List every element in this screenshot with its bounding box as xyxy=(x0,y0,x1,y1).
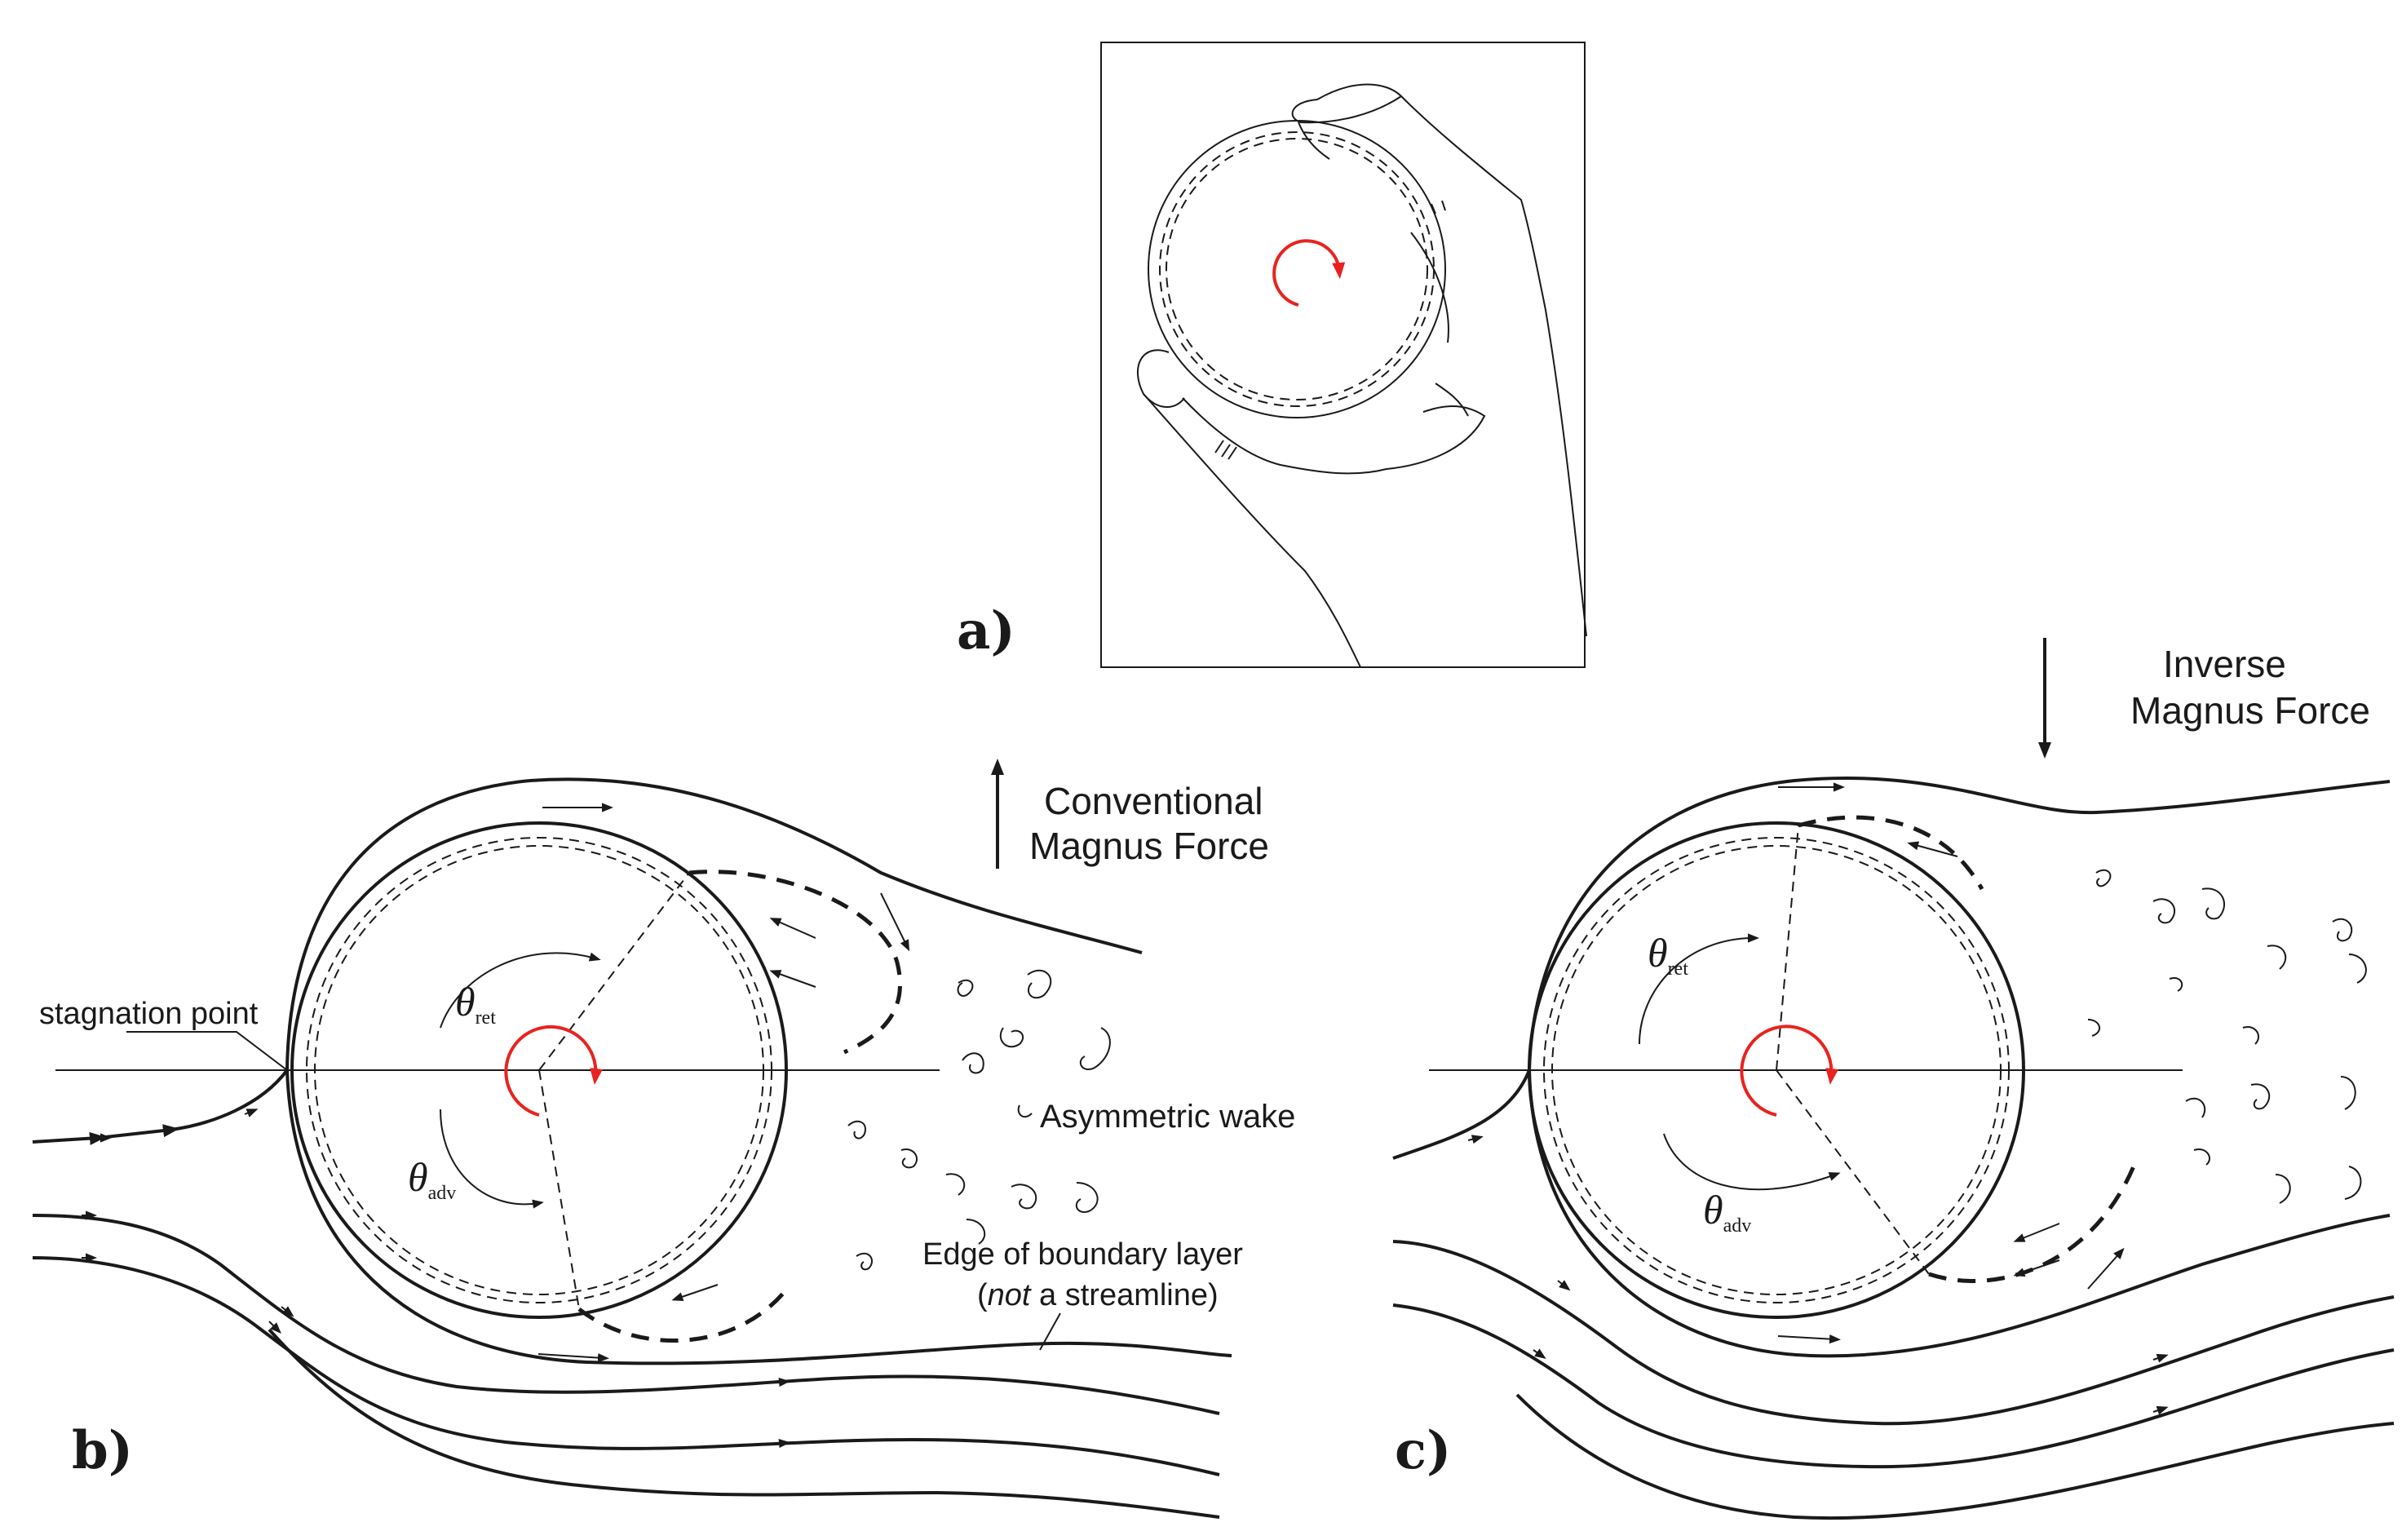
boundary-layer-edge-b xyxy=(285,777,1143,1071)
flow-arrowhead xyxy=(1533,1348,1546,1360)
separation-upper-c xyxy=(1798,815,1984,891)
theta-ret-subscript: ret xyxy=(476,1007,497,1029)
asymmetric-wake-label: Asymmetric wake xyxy=(1040,1099,1295,1135)
spin-arrow-b xyxy=(504,1024,604,1117)
boundary-layer-upper-c xyxy=(1528,777,2391,1071)
panel-c-label: c) xyxy=(1395,1420,1451,1481)
theta-ret-subscript: ret xyxy=(1668,958,1689,980)
hand-drawing xyxy=(1136,83,1587,668)
streamline-1-b xyxy=(32,1214,1220,1415)
panel-c: θret θadv Inverse Magnus Force c) xyxy=(1392,638,2395,1520)
theta-adv-label-c: θadv xyxy=(1703,1187,1751,1237)
flow-arrowhead xyxy=(1557,1280,1571,1291)
flow-arrowhead xyxy=(268,1321,281,1334)
flow-arrow xyxy=(2013,1223,2060,1242)
spin-arrow-a xyxy=(1272,239,1346,307)
streamline-1-c xyxy=(1392,1240,2395,1426)
panel-a: a) xyxy=(957,42,1587,668)
streamline-2-b xyxy=(32,1256,1220,1476)
flow-arrow xyxy=(1907,841,1958,857)
streamline-stagnation-b xyxy=(32,1069,289,1145)
flow-arrowhead xyxy=(2152,1405,2169,1415)
streamline-stagnation-c xyxy=(1392,1069,1531,1160)
separation-radius-lower-b xyxy=(538,1069,580,1310)
separation-lower-c xyxy=(1928,1157,2139,1283)
panel-a-label: a) xyxy=(957,600,1015,662)
stagnation-point-label: stagnation point xyxy=(39,997,259,1031)
ball-b xyxy=(290,821,788,1319)
not-italic: not xyxy=(988,1278,1032,1312)
boundary-layer-label-line1: Edge of boundary layer xyxy=(922,1237,1243,1272)
flow-arrowhead xyxy=(1467,1135,1484,1144)
flow-arrow xyxy=(537,1352,609,1363)
streamline-3-b xyxy=(268,1328,1220,1519)
boundary-layer-leader xyxy=(1039,1312,1061,1351)
theta-adv-subscript: adv xyxy=(1723,1215,1752,1237)
streamline-text: a streamline) xyxy=(1030,1278,1218,1312)
theta-adv-arrow-b xyxy=(440,1109,544,1209)
conventional-force-label-line1: Conventional xyxy=(1044,780,1263,822)
boundary-layer-lower-b xyxy=(285,1069,1232,1365)
inverse-force-label-line1: Inverse xyxy=(2163,643,2286,685)
theta-adv-subscript: adv xyxy=(428,1183,457,1204)
flow-arrow xyxy=(671,1284,719,1302)
streamline-3-c xyxy=(1515,1393,2395,1520)
flow-arrow xyxy=(1777,1334,1841,1344)
flow-arrowhead xyxy=(774,1439,790,1449)
flow-arrow xyxy=(769,970,816,988)
theta-ret-label-b: θret xyxy=(455,979,496,1029)
panel-b-label: b) xyxy=(72,1420,133,1481)
boundary-layer-label-line2: (not a streamline) xyxy=(977,1278,1219,1312)
flow-arrow xyxy=(2087,1247,2125,1290)
theta-ret-arrow-b xyxy=(440,952,601,1029)
theta-symbol: θ xyxy=(1703,1187,1723,1232)
theta-adv-label-b: θadv xyxy=(408,1154,456,1204)
flow-arrowhead xyxy=(244,1109,259,1117)
theta-ret-arrow-c xyxy=(1639,933,1759,1045)
wake-swirls-b xyxy=(847,969,1111,1271)
separation-radius-upper-b xyxy=(538,872,690,1071)
ball-a xyxy=(1148,120,1446,418)
theta-adv-arrow-c xyxy=(1663,1133,1841,1191)
panel-b: θret θadv stagnation point Conventional … xyxy=(32,759,1295,1519)
flow-arrowhead xyxy=(281,1306,294,1317)
flow-arrow xyxy=(2013,1259,2060,1277)
spin-arrow-c xyxy=(1740,1024,1839,1117)
theta-symbol: θ xyxy=(1648,930,1668,976)
separation-upper-b xyxy=(688,870,903,1055)
flow-arrow xyxy=(880,892,910,952)
separation-radius-upper-c xyxy=(1776,825,1799,1071)
separation-radius-lower-c xyxy=(1776,1069,1930,1275)
streamline-2-c xyxy=(1392,1303,2395,1469)
theta-ret-label-c: θret xyxy=(1648,930,1688,980)
theta-symbol: θ xyxy=(408,1154,428,1200)
flow-arrowhead xyxy=(774,1378,790,1387)
flow-arrowhead xyxy=(2152,1353,2169,1363)
theta-symbol: θ xyxy=(455,979,476,1024)
stagnation-leader-line xyxy=(126,1031,288,1071)
inverse-force-label-line2: Magnus Force xyxy=(2130,689,2370,732)
wake-swirls-c xyxy=(2087,869,2367,1204)
panel-a-frame xyxy=(1100,42,1586,668)
flow-arrow xyxy=(769,918,816,939)
boundary-layer-lower-c xyxy=(1528,1069,2391,1358)
conventional-force-label-line2: Magnus Force xyxy=(1029,825,1269,867)
paren-open: ( xyxy=(977,1278,988,1312)
